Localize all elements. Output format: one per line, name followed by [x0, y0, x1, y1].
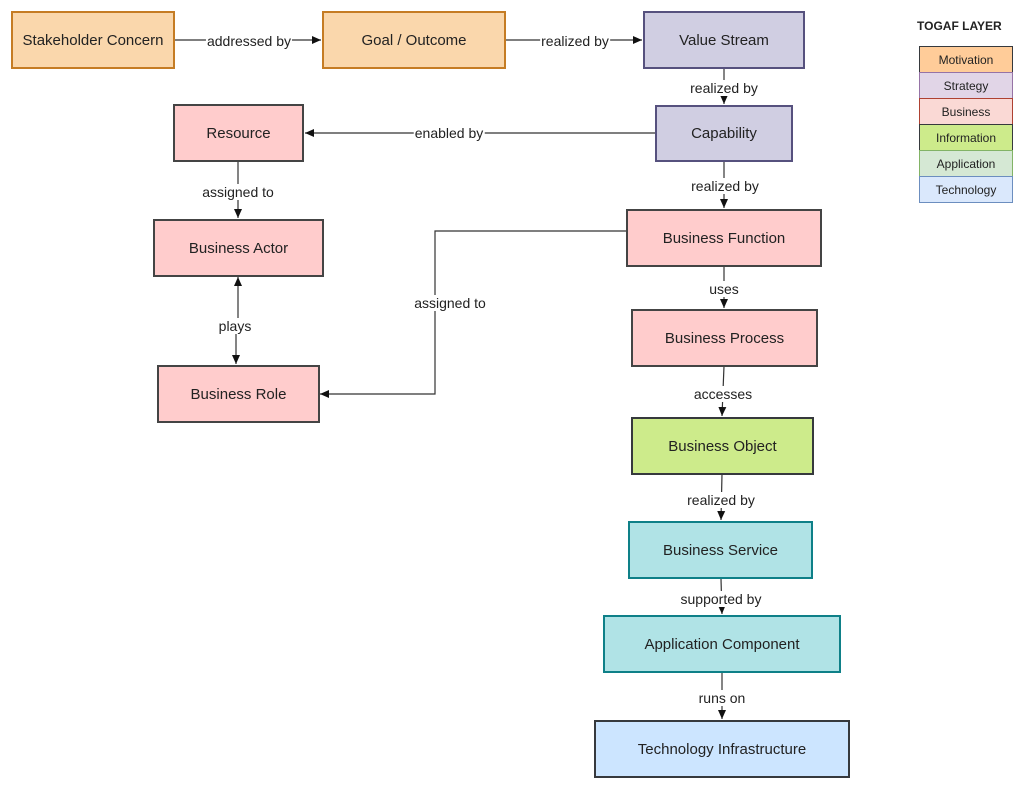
legend-item-business: Business: [919, 98, 1013, 125]
node-label: Business Service: [662, 541, 779, 559]
node-label: Goal / Outcome: [361, 31, 467, 49]
edge-label-enabled-by: enabled by: [413, 125, 485, 141]
node-label: Application Component: [644, 635, 800, 653]
edge-label-uses: uses: [708, 281, 740, 297]
edge-label-plays: plays: [217, 318, 253, 334]
node-business-object[interactable]: Business Object: [631, 417, 814, 475]
node-value-stream[interactable]: Value Stream: [643, 11, 805, 69]
edge-label-realized-by-value-capability: realized by: [689, 80, 759, 96]
node-business-process[interactable]: Business Process: [631, 309, 818, 367]
node-label: Business Object: [668, 437, 777, 455]
node-label: Business Actor: [188, 239, 289, 257]
legend-item-information: Information: [919, 124, 1013, 151]
node-business-role[interactable]: Business Role: [157, 365, 320, 423]
node-label: Stakeholder Concern: [22, 31, 164, 49]
node-business-service[interactable]: Business Service: [628, 521, 813, 579]
legend-item-technology: Technology: [919, 176, 1013, 203]
node-application-component[interactable]: Application Component: [603, 615, 841, 673]
node-label: Resource: [206, 124, 271, 142]
edge-label-realized-by-capability-function: realized by: [690, 178, 760, 194]
node-stakeholder-concern[interactable]: Stakeholder Concern: [11, 11, 175, 69]
node-goal-outcome[interactable]: Goal / Outcome: [322, 11, 506, 69]
legend: Motivation Strategy Business Information…: [919, 46, 1013, 203]
node-technology-infrastructure[interactable]: Technology Infrastructure: [594, 720, 850, 778]
node-label: Capability: [691, 125, 757, 142]
node-resource[interactable]: Resource: [173, 104, 304, 162]
node-label: Value Stream: [679, 31, 769, 49]
legend-item-application: Application: [919, 150, 1013, 177]
node-capability[interactable]: Capability: [655, 105, 793, 162]
node-label: Business Process: [664, 329, 785, 347]
edge-label-supported-by: supported by: [679, 591, 763, 607]
legend-item-motivation: Motivation: [919, 46, 1013, 73]
edge-label-assigned-to-resource-actor: assigned to: [201, 184, 275, 200]
edge-assigned-to-function-role: [320, 230, 628, 398]
legend-item-strategy: Strategy: [919, 72, 1013, 99]
edge-label-addressed-by: addressed by: [205, 33, 293, 49]
legend-title: TOGAF LAYER: [917, 19, 1002, 33]
edge-label-runs-on: runs on: [697, 690, 747, 706]
edge-label-assigned-to-function-role: assigned to: [413, 295, 487, 311]
node-business-actor[interactable]: Business Actor: [153, 219, 324, 277]
edge-label-realized-by-goal-value: realized by: [540, 33, 610, 49]
edge-label-realized-by-object-service: realized by: [686, 492, 756, 508]
node-label: Technology Infrastructure: [637, 740, 807, 758]
node-label: Business Function: [662, 229, 786, 247]
node-label: Business Role: [190, 385, 287, 403]
node-business-function[interactable]: Business Function: [626, 209, 822, 267]
edge-label-accesses: accesses: [692, 386, 754, 402]
